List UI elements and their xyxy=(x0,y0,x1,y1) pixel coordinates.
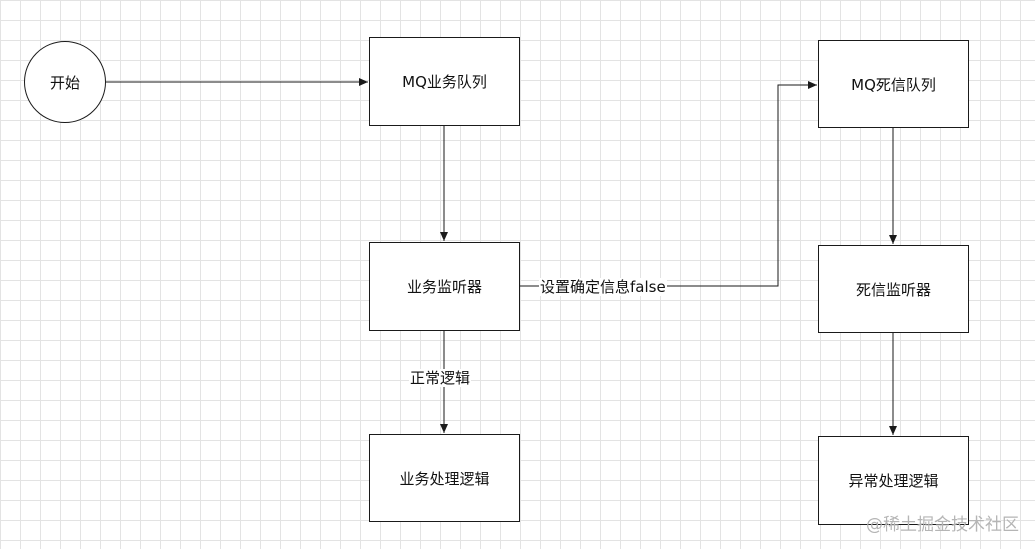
business-listener-node[interactable]: 业务监听器 xyxy=(369,242,520,331)
business-logic-label: 业务处理逻辑 xyxy=(399,469,490,488)
business-logic-node[interactable]: 业务处理逻辑 xyxy=(369,434,520,522)
mq-dead-letter-queue-label: MQ死信队列 xyxy=(851,75,936,94)
start-node[interactable]: 开始 xyxy=(24,41,106,123)
edge-label-normal-logic: 正常逻辑 xyxy=(409,369,472,387)
mq-dead-letter-queue-node[interactable]: MQ死信队列 xyxy=(818,40,969,128)
mq-business-queue-label: MQ业务队列 xyxy=(402,73,487,91)
dead-letter-listener-label: 死信监听器 xyxy=(855,280,931,299)
start-node-label: 开始 xyxy=(49,73,80,92)
exception-logic-label: 异常处理逻辑 xyxy=(848,472,939,490)
mq-business-queue-node[interactable]: MQ业务队列 xyxy=(369,37,520,126)
dead-letter-listener-node[interactable]: 死信监听器 xyxy=(818,245,969,333)
exception-logic-node[interactable]: 异常处理逻辑 xyxy=(818,436,969,525)
edge-business-listener-to-dead-letter-queue xyxy=(520,81,817,287)
watermark: @稀土掘金技术社区 xyxy=(866,515,1019,535)
edge-label-set-ack-false: 设置确定信息false xyxy=(539,278,667,296)
business-listener-label: 业务监听器 xyxy=(406,278,482,296)
